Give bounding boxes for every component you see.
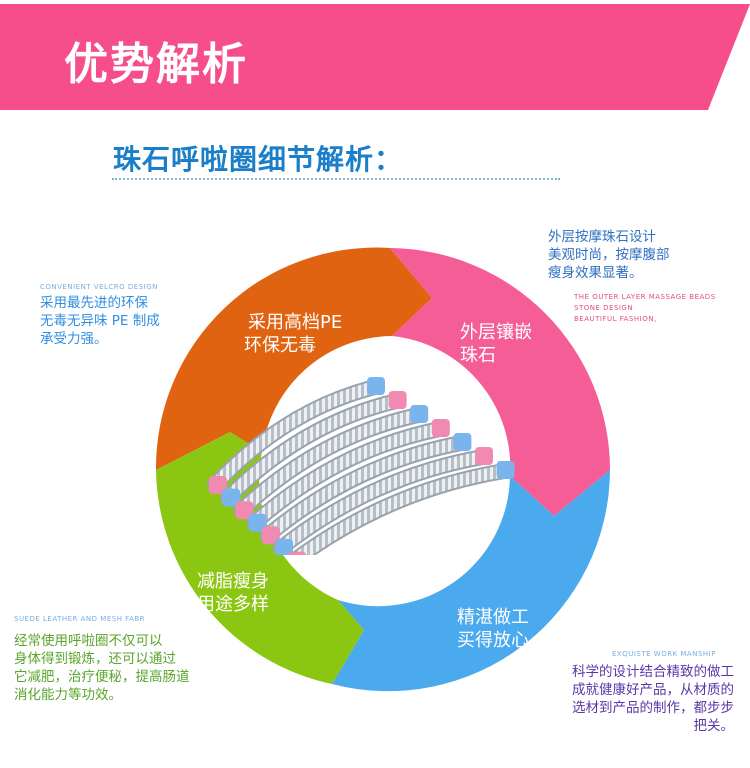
note-top-left-line-3: 承受力强。 — [40, 331, 108, 347]
hoop-section — [207, 377, 385, 494]
note-bottom-right-en: EXQUISTE WORK MANSHIP — [612, 650, 716, 658]
note-bottom-left-line-4: 消化能力等功效。 — [14, 687, 122, 703]
segment-blue-label: 精湛做工 买得放心 — [457, 606, 529, 652]
segment-orange-label: 采用高档PE 环保无毒 — [244, 311, 343, 357]
segment-pink-line-1: 外层镶嵌 — [460, 322, 532, 343]
hoop-section — [233, 405, 429, 520]
note-top-right-en-2: STONE DESIGN — [574, 304, 634, 312]
section-title: 珠石呼啦圈细节解析： — [113, 143, 404, 176]
note-top-right-en-1: THE OUTER LAYER MASSAGE BEADS — [574, 293, 716, 301]
segment-blue — [332, 470, 610, 692]
segment-pink — [390, 248, 610, 516]
note-top-left-line-2: 无毒无异味 PE 制成 — [40, 313, 160, 329]
note-top-left-line-1: 采用最先进的环保 — [40, 295, 148, 311]
note-top-right-en-3: BEAUTIFUL FASHION, — [574, 315, 657, 323]
segment-green-label: 减脂瘦身 用途多样 — [197, 570, 269, 616]
note-top-right: 外层按摩珠石设计 美观时尚，按摩腹部 瘦身效果显著。 — [548, 228, 670, 282]
note-top-left: 采用最先进的环保 无毒无异味 PE 制成 承受力强。 — [40, 294, 160, 348]
note-bottom-left-en: SUEDE LEATHER AND MESH FABR — [14, 615, 146, 623]
note-top-left-en: CONVENIENT VELCRO DESIGN — [40, 283, 158, 291]
note-bottom-right-line-3: 选材到产品的制作，都步步 — [572, 700, 734, 716]
segment-pink-label: 外层镶嵌 珠石 — [460, 321, 532, 367]
note-bottom-left: 经常使用呼啦圈不仅可以 身体得到锻炼，还可以通过 它减肥，治疗便秘，提高肠道 消… — [14, 632, 190, 704]
page-title: 优势解析 — [64, 39, 248, 90]
segment-pink-line-2: 珠石 — [460, 345, 496, 366]
segment-orange — [155, 247, 433, 470]
note-bottom-right: 科学的设计结合精致的做工 成就健康好产品，从材质的 选材到产品的制作，都步步 把… — [572, 663, 734, 735]
hoop-section — [246, 419, 450, 532]
header-banner — [0, 4, 750, 110]
note-bottom-right-line-1: 科学的设计结合精致的做工 — [572, 664, 734, 680]
note-bottom-left-line-1: 经常使用呼啦圈不仅可以 — [14, 633, 163, 649]
segment-green-line-1: 减脂瘦身 — [197, 571, 269, 592]
note-top-right-line-1: 外层按摩珠石设计 — [548, 229, 656, 245]
dotted-divider — [112, 178, 560, 180]
segment-blue-line-1: 精湛做工 — [457, 607, 529, 628]
segment-orange-line-2: 环保无毒 — [244, 335, 316, 356]
note-bottom-left-line-2: 身体得到锻炼，还可以通过 — [14, 651, 176, 667]
hoop-section — [273, 447, 493, 555]
hoop-section — [288, 461, 515, 555]
note-top-right-en: THE OUTER LAYER MASSAGE BEADS STONE DESI… — [574, 292, 716, 325]
note-bottom-right-line-2: 成就健康好产品，从材质的 — [572, 682, 734, 698]
segment-orange-line-1: 采用高档PE — [248, 312, 343, 333]
segment-green — [156, 432, 364, 684]
note-bottom-right-line-4: 把关。 — [693, 718, 735, 734]
hula-hoop-product-image — [207, 377, 515, 555]
note-top-right-line-3: 瘦身效果显著。 — [548, 265, 643, 281]
segment-blue-line-2: 买得放心 — [457, 630, 529, 651]
note-top-right-line-2: 美观时尚，按摩腹部 — [548, 247, 670, 263]
hoop-section — [259, 433, 472, 545]
segment-green-line-2: 用途多样 — [197, 594, 269, 615]
note-bottom-left-line-3: 它减肥，治疗便秘，提高肠道 — [14, 669, 190, 685]
hoop-section — [220, 391, 407, 507]
